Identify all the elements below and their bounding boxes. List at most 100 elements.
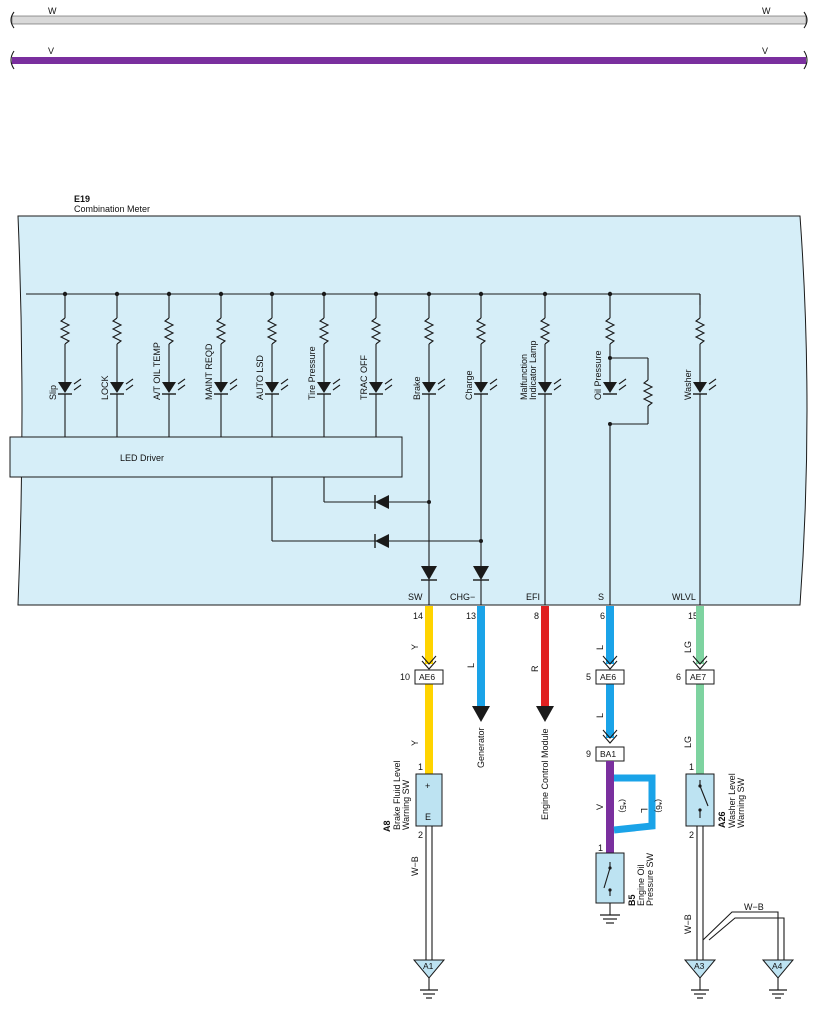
dest-ecm: Engine Control Module xyxy=(540,728,550,820)
pin-s: 6 xyxy=(600,611,605,621)
terminal-sw: SW xyxy=(408,592,423,602)
a8-e: E xyxy=(425,812,431,822)
connector-ae6-right: AE6 5 xyxy=(586,669,625,685)
b5-pin-top: 1 xyxy=(598,843,603,853)
b5-code: B5 xyxy=(627,894,637,906)
lamp-charge: Charge xyxy=(464,291,498,400)
wire-chg-code: L xyxy=(466,663,476,668)
pin-efi: 8 xyxy=(534,611,539,621)
lamp-lock: LOCK xyxy=(100,291,134,437)
a26-pin-top: 1 xyxy=(689,762,694,772)
lamp-label: Washer xyxy=(683,369,693,400)
a8-name-2: Warning SW xyxy=(401,779,411,830)
ae6-left-pin: 10 xyxy=(400,672,410,682)
ground-label: A3 xyxy=(694,961,705,971)
wire-wlvl-code-1: LG xyxy=(683,641,693,653)
lamp-label: AUTO LSD xyxy=(255,355,265,400)
wire-s-violet-code: V xyxy=(595,804,605,810)
b5-name-1: Engine Oil xyxy=(636,864,646,906)
wire-s-l-code: L xyxy=(639,808,649,813)
a26-pin-bottom: 2 xyxy=(689,830,694,840)
ba1-pin: 9 xyxy=(586,749,591,759)
meter-code: E19 xyxy=(74,194,90,204)
ground-a4: A4 xyxy=(761,959,795,999)
pin-chg: 13 xyxy=(466,611,476,621)
lamp-label: Tire Pressure xyxy=(307,346,317,400)
a8-plus: + xyxy=(425,781,430,791)
wire-sw-code-2: Y xyxy=(410,740,420,746)
pin-sw: 14 xyxy=(413,611,423,621)
wire-chg: L Generator xyxy=(466,606,490,768)
washer-level-switch: A26 Washer Level Warning SW xyxy=(685,773,746,828)
a26-code: A26 xyxy=(717,811,727,828)
wire-s: L L xyxy=(595,606,618,744)
bus-line-v: V V xyxy=(10,46,808,70)
connector-ae6-left: AE6 10 xyxy=(400,669,444,685)
lamp-malfunction-indicator-lamp: MalfunctionIndicator Lamp xyxy=(519,291,562,400)
note-6: (*6) xyxy=(654,799,664,813)
a4-wire-code: W−B xyxy=(744,902,764,912)
terminal-chg: CHG− xyxy=(450,592,475,602)
lamp-label: Brake xyxy=(412,376,422,400)
terminal-s: S xyxy=(598,592,604,602)
ground-label: A1 xyxy=(423,961,434,971)
bus-v-label-left: V xyxy=(48,46,54,56)
bus-w-label-left: W xyxy=(48,6,57,16)
a3-wire-code: W−B xyxy=(683,914,693,934)
ae6-left-name: AE6 xyxy=(419,672,435,682)
lamp-washer: Washer xyxy=(683,294,717,400)
ground-a1: A1 xyxy=(412,959,446,999)
ae6-right-pin: 5 xyxy=(586,672,591,682)
meter-name: Combination Meter xyxy=(74,204,150,214)
lamp-label: LOCK xyxy=(100,375,110,400)
lamp-label: MalfunctionIndicator Lamp xyxy=(519,340,538,400)
lamp-label: MAINT REQD xyxy=(204,343,214,400)
a8-pin-top: 1 xyxy=(418,762,423,772)
a8-code: A8 xyxy=(382,820,392,832)
lamp-a-t-oil-temp: A/T OIL TEMP xyxy=(152,291,186,437)
led-driver-label: LED Driver xyxy=(120,453,164,463)
ba1-name: BA1 xyxy=(600,749,616,759)
terminal-efi: EFI xyxy=(526,592,540,602)
bus-w-label-right: W xyxy=(762,6,771,16)
wire-efi-code: R xyxy=(530,665,540,672)
bus-v-label-right: V xyxy=(762,46,768,56)
lamp-trac-off: TRAC OFF xyxy=(359,291,393,437)
wire-s-split: V L (*5) (*6) xyxy=(595,761,664,853)
lamp-oil-pressure: Oil Pressure xyxy=(593,291,627,400)
wire-wlvl: LG LG xyxy=(683,606,708,774)
a8-pin-bottom: 2 xyxy=(418,830,423,840)
ground-a3: A3 xyxy=(683,959,717,999)
connector-ba1: BA1 9 xyxy=(586,746,625,762)
led-driver-box xyxy=(9,436,403,478)
combination-meter: E19 Combination Meter LED Driver Slip LOC… xyxy=(9,194,808,606)
ground-wire-a1: W−B xyxy=(410,826,433,960)
note-5: (*5) xyxy=(618,799,628,813)
bus-line-w: W W xyxy=(10,6,808,29)
lamp-label: TRAC OFF xyxy=(359,355,369,400)
lamp-maint-reqd: MAINT REQD xyxy=(204,291,238,437)
lamp-label: Oil Pressure xyxy=(593,350,603,400)
lamp-auto-lsd: AUTO LSD xyxy=(255,291,289,437)
lamp-tire-pressure: Tire Pressure xyxy=(307,291,341,437)
wire-wlvl-code-2: LG xyxy=(683,736,693,748)
wire-s-code-1: L xyxy=(595,645,605,650)
brake-fluid-level-switch: + E A8 Brake Fluid Level Warning SW xyxy=(382,760,443,832)
terminal-wlvl: WLVL xyxy=(672,592,696,602)
ground-wire-a3-a4: W−B W−B xyxy=(683,826,785,960)
lamp-label: A/T OIL TEMP xyxy=(152,342,162,400)
lamp-slip: Slip xyxy=(48,291,82,437)
a26-name-1: Washer Level xyxy=(727,773,737,828)
lamp-label: Slip xyxy=(48,385,58,400)
wire-efi: R Engine Control Module xyxy=(530,606,554,820)
pin-wlvl: 15 xyxy=(688,611,698,621)
ae6-right-name: AE6 xyxy=(600,672,616,682)
wire-sw-code-1: Y xyxy=(410,644,420,650)
wire-sw: Y Y xyxy=(410,606,437,774)
connector-ae7: AE7 6 xyxy=(676,669,715,685)
lamp-label: Charge xyxy=(464,370,474,400)
ae7-pin: 6 xyxy=(676,672,681,682)
b5-name-2: Pressure SW xyxy=(645,852,655,906)
ae7-name: AE7 xyxy=(690,672,706,682)
